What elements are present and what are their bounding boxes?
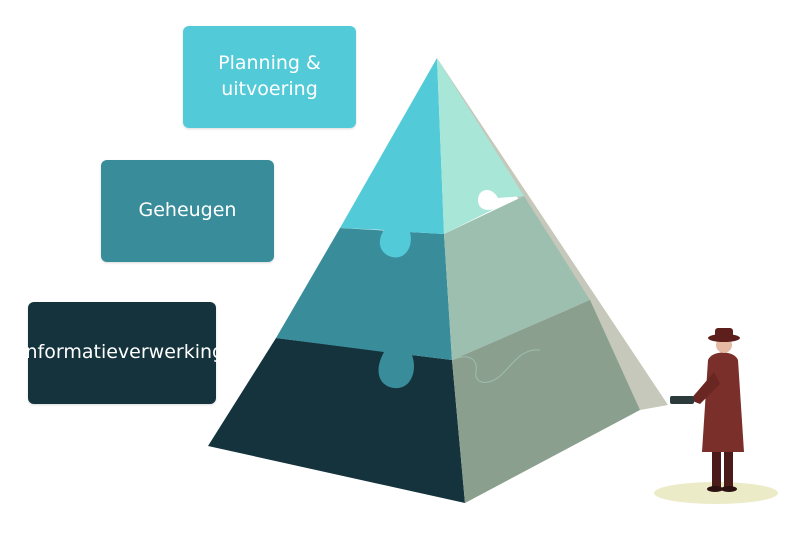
pyramid-left-top-tier: [340, 58, 444, 258]
level-label-geheugen: Geheugen: [138, 199, 237, 222]
pyramid-right-top-tier: [437, 58, 524, 234]
spotlight-ellipse: [654, 482, 778, 504]
level-label-planning: Planning & uitvoering: [218, 52, 321, 100]
pyramid-left-middle-tier: [276, 228, 452, 389]
pyramid-right-middle-tier: [444, 196, 590, 360]
level-label-informatieverwerking: Informatieverwerking: [19, 341, 225, 364]
puzzle-notch-right: [451, 349, 541, 383]
level-box-geheugen: Geheugen: [101, 160, 274, 262]
pyramid-right-bottom-tier: [452, 300, 640, 503]
level-box-informatieverwerking: Informatieverwerking: [20, 302, 224, 404]
pyramid-left-bottom-tier: [208, 338, 465, 503]
detective-icon: [670, 328, 744, 492]
level-box-planning: Planning & uitvoering: [183, 26, 356, 128]
pyramid-side-edge: [437, 58, 668, 410]
flashlight-icon: [670, 396, 694, 404]
